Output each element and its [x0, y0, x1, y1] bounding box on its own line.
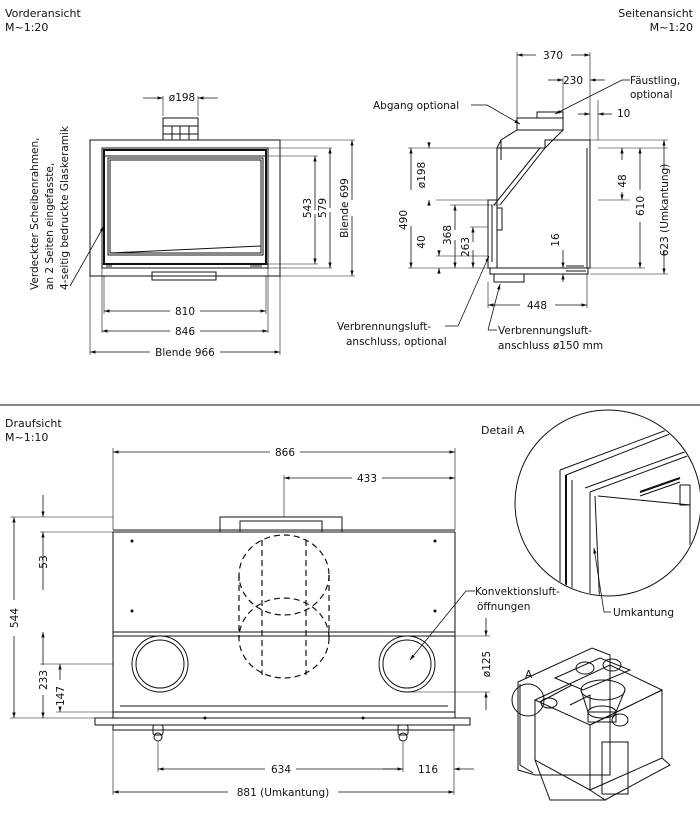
side-dim-448: 448: [527, 300, 547, 312]
side-dim-490: 490: [398, 210, 410, 230]
top-label-konv-2: öffnungen: [477, 601, 530, 613]
side-label-vbl-opt-2: anschluss, optional: [346, 336, 447, 348]
top-label-konv-1: Konvektionsluft-: [475, 586, 560, 598]
detail-marker-label: A: [525, 669, 533, 681]
front-view-title: Vorderansicht: [5, 7, 82, 20]
front-view: ø198 543 579 Blende 699 810 846 Blende 9…: [29, 92, 355, 359]
detail-title: Detail A: [481, 424, 525, 437]
side-label-vbl-opt-1: Verbrennungsluft-: [337, 321, 431, 333]
front-dim-966: Blende 966: [155, 347, 215, 359]
side-dim-48: 48: [617, 174, 629, 187]
front-glass: [107, 157, 264, 256]
top-dim-433: 433: [357, 473, 377, 485]
side-dim-610: 610: [635, 196, 647, 216]
side-label-vbl-2: anschluss ø150 mm: [498, 340, 603, 352]
top-dim-634: 634: [271, 764, 291, 776]
side-label-faeustling-2: optional: [630, 89, 673, 101]
side-dim-623: 623 (Umkantung): [659, 164, 671, 257]
side-dim-368: 368: [442, 225, 454, 245]
top-view: 866 433 53 544 233 147 ø125 Konvektionsl…: [9, 447, 560, 799]
front-note-line2: an 2 Seiten eingefasste,: [44, 163, 56, 290]
isometric-view: A: [511, 647, 671, 801]
side-dim-40: 40: [416, 235, 428, 248]
front-flue-dim: ø198: [169, 92, 195, 104]
side-dim-263: 263: [460, 237, 472, 257]
convection-opening-right: [378, 635, 436, 693]
top-dim-116: 116: [418, 764, 438, 776]
front-dim-543: 543: [302, 198, 314, 218]
side-label-faeustling-1: Fäustling,: [630, 75, 680, 87]
side-dim-370: 370: [543, 50, 563, 62]
side-dim-230: 230: [563, 75, 583, 87]
top-dim-53: 53: [38, 555, 50, 568]
side-view-scale: M~1:20: [650, 21, 693, 34]
top-dim-544: 544: [9, 608, 21, 628]
detail-label-umkantung: Umkantung: [613, 607, 674, 619]
front-view-scale: M~1:20: [5, 21, 48, 34]
side-view: 370 230 10 Abgang optional Fäustling, op…: [337, 50, 680, 352]
front-dim-699: Blende 699: [339, 178, 351, 238]
detail-marker-circle: [511, 683, 545, 717]
side-dim-198: ø198: [416, 162, 428, 188]
side-label-vbl-1: Verbrennungsluft-: [498, 325, 592, 337]
top-view-title: Draufsicht: [5, 417, 62, 430]
convection-opening-left: [131, 635, 189, 693]
top-dim-125: ø125: [481, 651, 493, 677]
front-dim-846: 846: [175, 326, 195, 338]
front-dim-579: 579: [317, 198, 329, 218]
top-dim-881: 881 (Umkantung): [237, 787, 330, 799]
side-dim-10: 10: [617, 108, 630, 120]
top-dim-147: 147: [55, 686, 67, 706]
top-dim-866: 866: [275, 447, 295, 459]
side-view-title: Seitenansicht: [618, 7, 693, 20]
side-label-abgang: Abgang optional: [373, 100, 459, 112]
side-dim-16: 16: [550, 233, 562, 247]
top-view-scale: M~1:10: [5, 431, 48, 444]
top-dim-233: 233: [38, 670, 50, 690]
front-dim-810: 810: [175, 306, 195, 318]
front-note-line3: 4-seitig bedruckte Glaskeramik: [59, 125, 71, 290]
front-note-line1: Verdeckter Scheibenrahmen,: [29, 137, 41, 290]
side-body: [496, 139, 591, 269]
